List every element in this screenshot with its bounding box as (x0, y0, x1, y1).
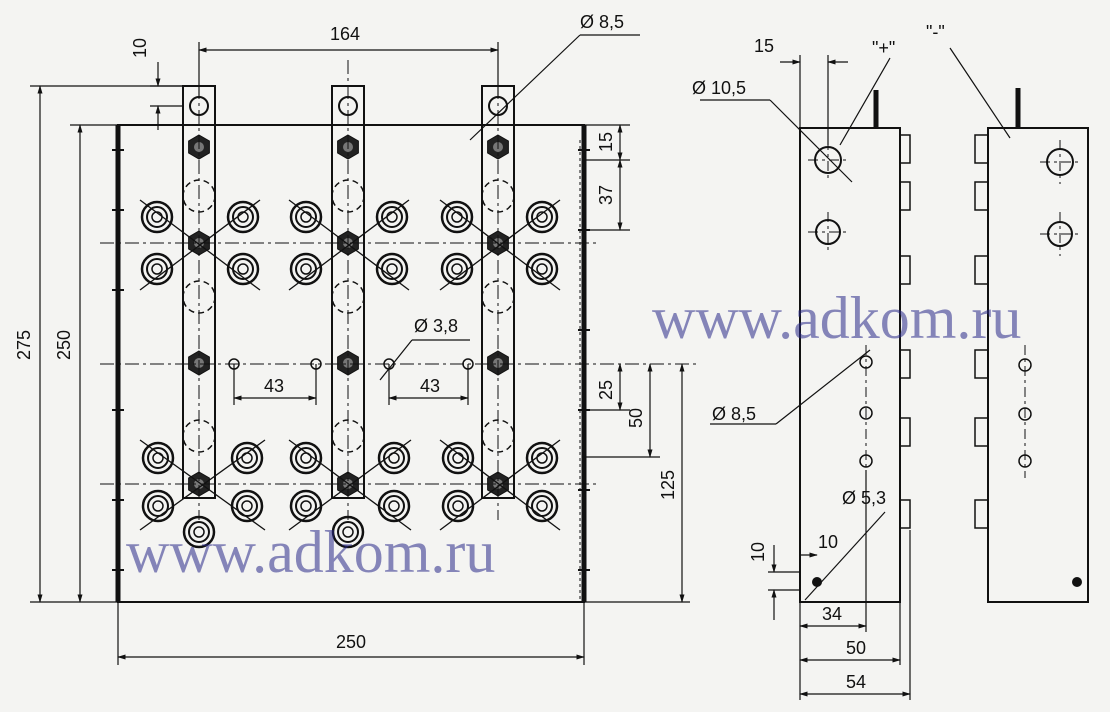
side-dim-15: 15 (754, 36, 774, 56)
dim-hole-top: Ø 8,5 (580, 12, 624, 32)
dim-50: 50 (626, 408, 646, 428)
side-dim-hole-small: Ø 5,3 (842, 488, 886, 508)
side-view: 15 Ø 10,5 "+" "-" Ø 8,5 Ø 5,3 10 10 34 5… (692, 22, 1089, 700)
watermark-bottom: www.adkom.ru (126, 519, 495, 585)
dim-43-left: 43 (264, 376, 284, 396)
dim-plate-height: 250 (54, 330, 74, 360)
dim-15: 15 (596, 132, 616, 152)
side-dim-34: 34 (822, 604, 842, 624)
dim-top-offset: 10 (130, 38, 150, 58)
dim-25: 25 (596, 380, 616, 400)
side-dim-hole-mid: Ø 8,5 (712, 404, 756, 424)
side-dim-10-v: 10 (748, 542, 768, 562)
watermark-top: www.adkom.ru (652, 285, 1021, 351)
dim-total-height: 275 (14, 330, 34, 360)
dim-37: 37 (596, 185, 616, 205)
side-dim-10-h: 10 (818, 532, 838, 552)
dim-top-width: 164 (330, 24, 360, 44)
side-dim-hole-big: Ø 10,5 (692, 78, 746, 98)
dim-43-right: 43 (420, 376, 440, 396)
dim-125: 125 (658, 470, 678, 500)
side-dim-50: 50 (846, 638, 866, 658)
label-plus: "+" (872, 38, 895, 58)
side-dim-54: 54 (846, 672, 866, 692)
side-hole-53 (812, 577, 822, 587)
dim-hole-mid: Ø 3,8 (414, 316, 458, 336)
label-minus: "-" (926, 22, 945, 42)
front-view: 164 10 Ø 8,5 275 250 15 37 Ø 3,8 43 43 2… (14, 12, 700, 665)
dim-bottom-width: 250 (336, 632, 366, 652)
side-plate-right (987, 127, 1089, 603)
